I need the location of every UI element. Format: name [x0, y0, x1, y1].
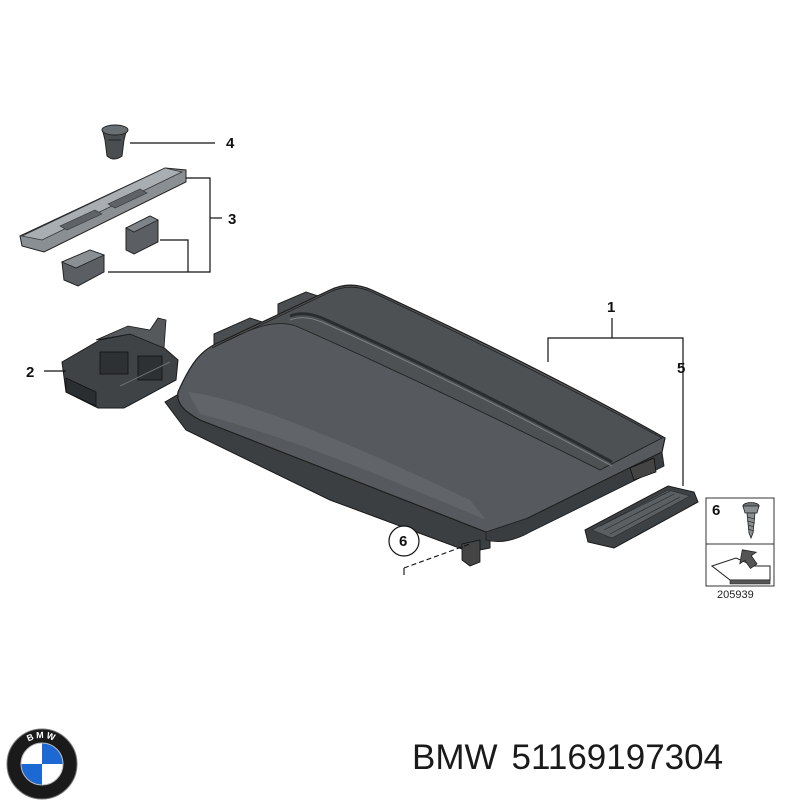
bmw-logo: BMW [4, 728, 80, 800]
part-4-clip [101, 124, 129, 160]
part-3-trim-strip [19, 167, 187, 253]
part-1-armrest-lid [164, 284, 666, 567]
screw-icon [742, 502, 760, 540]
arrow-icon [710, 549, 771, 585]
leader-6 [403, 543, 471, 575]
callout-6-circle [388, 525, 420, 557]
callout-4: 4 [226, 135, 235, 152]
logo-letters: BMW [25, 730, 56, 744]
brand-name: BMW [412, 738, 498, 777]
svg-text:BMW: BMW [25, 730, 58, 744]
part-3-cap-b [60, 249, 106, 287]
bracket-1-5 [547, 318, 684, 486]
part-5-mat [584, 485, 699, 549]
callout-3: 3 [228, 211, 236, 228]
bracket-3 [108, 177, 222, 273]
brand-caption: BMW 51169197304 [412, 738, 737, 778]
part-number: 51169197304 [511, 738, 724, 777]
callout-6-box: 6 [712, 502, 720, 519]
callout-1: 1 [607, 299, 615, 316]
reference-number: 205939 [717, 589, 754, 601]
part-2-latch [61, 317, 179, 409]
callout-5: 5 [677, 360, 685, 377]
callout-6: 6 [399, 533, 407, 550]
callout-2: 2 [26, 364, 34, 381]
screw-detail-box: 6 [705, 497, 775, 587]
part-3-cap-a [125, 215, 159, 255]
